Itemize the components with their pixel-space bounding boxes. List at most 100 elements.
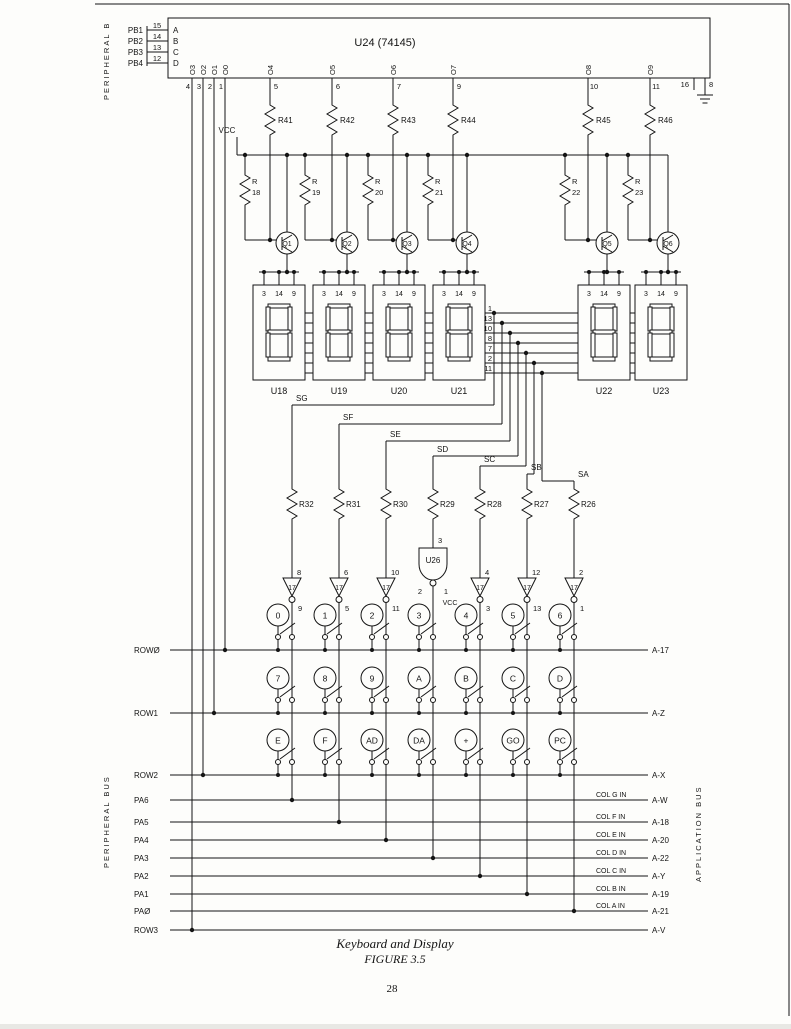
inv4-label: 17 [476, 585, 484, 592]
col-g-in-label: COL G IN [596, 792, 626, 799]
u26-vcc-label: VCC [443, 600, 458, 607]
row1-conn-label: A-Z [652, 709, 665, 718]
pb3-label: PB3 [128, 48, 144, 57]
seg-sd-label: SD [437, 445, 448, 454]
key-9: 9 [370, 674, 375, 684]
u24-pin-8: 8 [709, 80, 713, 89]
key-d: D [557, 674, 563, 684]
resistor-r45 [582, 99, 594, 141]
col-d-in-label: COL D IN [596, 850, 626, 857]
u21-pin14: 14 [455, 291, 463, 298]
key-4: 4 [464, 611, 469, 621]
u24-input-d: D [173, 59, 179, 68]
inv1-label: 17 [288, 585, 296, 592]
row-select-wiring [191, 78, 226, 930]
figure-number: FIGURE 3.5 [363, 952, 425, 966]
r27-label: R27 [534, 500, 549, 509]
u21-pin9: 9 [472, 291, 476, 298]
r22-num: 22 [572, 188, 580, 197]
u24-input-c: C [173, 48, 179, 57]
r18-letter: R [252, 177, 258, 186]
inv3-bottom-pin: 11 [392, 604, 400, 613]
q6-label: Q6 [663, 241, 672, 248]
r18-num: 18 [252, 188, 260, 197]
bus-pin-7: 7 [488, 344, 492, 353]
col-a-in-label: COL A IN [596, 903, 625, 910]
r23-letter: R [635, 177, 641, 186]
u19-pin9: 9 [352, 291, 356, 298]
resistor-r18 [239, 169, 251, 211]
u24-pin-16: 16 [681, 80, 689, 89]
segment-stair-wiring [291, 313, 575, 484]
u22-pin9: 9 [617, 291, 621, 298]
u22-label: U22 [596, 386, 613, 396]
u24-out-o5: O5 [328, 65, 337, 75]
pb2-pin: 14 [153, 32, 161, 41]
vcc-label: VCC [219, 126, 236, 135]
u24-pin-9: 9 [457, 82, 461, 91]
key-2: 2 [370, 611, 375, 621]
row0-conn-label: A-17 [652, 646, 669, 655]
bus-pin-8: 8 [488, 334, 492, 343]
display-u19 [312, 269, 366, 381]
r21-num: 21 [435, 188, 443, 197]
display-u21 [432, 269, 486, 381]
resistor-r22 [559, 169, 571, 211]
u20-pin3: 3 [382, 291, 386, 298]
resistor-r44 [447, 99, 459, 141]
application-bus-label: APPLICATION BUS [694, 785, 703, 882]
u24-input-b: B [173, 37, 178, 46]
display-u23 [634, 269, 688, 381]
inv3-label: 17 [382, 585, 390, 592]
u24-out-o2: O2 [199, 65, 208, 75]
r31-label: R31 [346, 500, 361, 509]
pa0-conn-label: A-21 [652, 907, 669, 916]
r41-label: R41 [278, 116, 293, 125]
q5-label: Q5 [602, 241, 611, 248]
pb4-pin: 12 [153, 54, 161, 63]
key-5: 5 [511, 611, 516, 621]
resistor-r31 [333, 483, 345, 525]
u24-pin-11: 11 [652, 82, 660, 91]
u24-power-wiring [693, 78, 713, 104]
u26-pin3: 3 [438, 536, 442, 545]
r20-num: 20 [375, 188, 383, 197]
resistor-r46 [644, 99, 656, 141]
pa5-label: PA5 [134, 818, 149, 827]
r26-label: R26 [581, 500, 596, 509]
seg-sf-label: SF [343, 413, 353, 422]
u19-pin3: 3 [322, 291, 326, 298]
peripheral-bus-label: PERIPHERAL BUS [102, 775, 111, 868]
resistor-r42 [326, 99, 338, 141]
pa3-conn-label: A-22 [652, 854, 669, 863]
page-number: 28 [387, 983, 399, 995]
pb1-pin: 15 [153, 21, 161, 30]
resistor-r21 [422, 169, 434, 211]
col-c-in-label: COL C IN [596, 868, 626, 875]
row2-label: ROW2 [134, 771, 159, 780]
q2-label: Q2 [342, 241, 351, 248]
resistor-r41 [264, 99, 276, 141]
r29-label: R29 [440, 500, 455, 509]
col-f-in-label: COL F IN [596, 814, 625, 821]
u24-out-o6: O6 [389, 65, 398, 75]
u21-label: U21 [451, 386, 468, 396]
r42-label: R42 [340, 116, 355, 125]
seg-sg-label: SG [296, 394, 308, 403]
seg-sa-label: SA [578, 470, 589, 479]
r19-letter: R [312, 177, 318, 186]
inv6-label: 17 [570, 585, 578, 592]
u23-pin3: 3 [644, 291, 648, 298]
pa3-label: PA3 [134, 854, 149, 863]
u22-pin3: 3 [587, 291, 591, 298]
inv6-top-pin: 2 [579, 568, 583, 577]
q4-label: Q4 [462, 241, 471, 248]
r20-letter: R [375, 177, 381, 186]
u24-pin-7: 7 [397, 82, 401, 91]
r30-label: R30 [393, 500, 408, 509]
u24-pin-3: 3 [197, 82, 201, 91]
pa2-conn-label: A-Y [652, 872, 666, 881]
pa0-label: PAØ [134, 907, 150, 916]
pa1-label: PA1 [134, 890, 149, 899]
inv4-top-pin: 4 [485, 568, 489, 577]
